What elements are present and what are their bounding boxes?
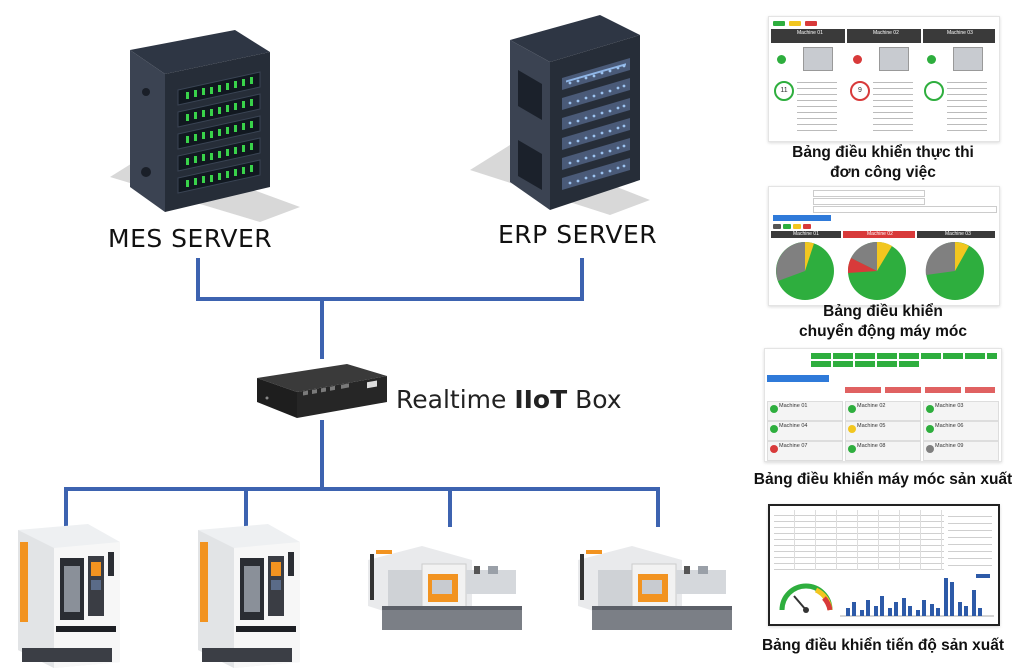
tab-chip	[789, 21, 801, 26]
search-button	[767, 375, 829, 382]
dashboard-thumb-production-progress[interactable]	[768, 504, 1000, 626]
status-chip	[793, 224, 801, 229]
filter-row	[813, 198, 925, 205]
machine-card: Machine 02	[845, 401, 921, 421]
filter-row	[813, 190, 925, 197]
injection-machine-2-icon	[578, 546, 732, 630]
action-bar	[845, 387, 995, 393]
caption-line: Bảng điều khiển máy móc sản xuất	[753, 471, 1013, 488]
cnc-machine-1-icon	[18, 524, 120, 668]
machine-name: Machine 02	[867, 231, 893, 237]
dashboard-thumb-production-machines[interactable]: Machine 01 Machine 02 Machine 03 Machine…	[764, 348, 1002, 462]
machine-card: Machine 03	[923, 401, 999, 421]
dashboard-thumb-work-order[interactable]: Machine 01 11 Machine 02 9 Machine 03	[768, 16, 1000, 142]
wire-bottom-horizontal	[64, 487, 660, 491]
status-dot	[777, 55, 786, 64]
dashboard-caption-2: Bảng điều khiển chuyển động máy móc	[770, 302, 996, 342]
machine-header	[917, 231, 995, 238]
wire-to-iiot	[320, 297, 324, 359]
machine-card: Machine 04	[767, 421, 843, 441]
status-chip	[803, 224, 811, 229]
wire-erp-down	[580, 258, 584, 300]
wire-mes-down	[196, 258, 200, 300]
caption-line: Bảng điều khiển tiến độ sản xuất	[761, 637, 1004, 654]
wire-top-horizontal	[196, 297, 584, 301]
machine-image	[879, 47, 909, 71]
wire-machine-2	[244, 487, 248, 527]
machine-name: Machine 01	[793, 231, 819, 237]
info-lines	[873, 77, 913, 133]
machine-header	[843, 231, 915, 238]
wire-machine-3	[448, 487, 452, 527]
caption-line: Bảng điều khiển	[823, 303, 943, 320]
machine-name: Machine 01	[797, 30, 823, 36]
cnc-machine-2-icon	[198, 524, 300, 668]
status-pie-2	[847, 241, 906, 300]
iiot-label-prefix: Realtime	[396, 385, 515, 414]
info-lines	[947, 77, 987, 133]
injection-machine-1-icon	[368, 546, 522, 630]
status-pie-1	[776, 241, 834, 300]
iiot-label-suffix: Box	[567, 385, 622, 414]
status-dot	[853, 55, 862, 64]
search-button	[773, 215, 831, 221]
erp-server-label: ERP SERVER	[498, 220, 658, 249]
iiot-label-bold: IIoT	[514, 385, 568, 414]
dashboard-thumb-machine-motion[interactable]: Machine 01 Machine 02 Machine 03	[768, 186, 1000, 306]
machine-image	[803, 47, 833, 71]
machine-header	[847, 29, 921, 43]
machine-image	[953, 47, 983, 71]
iiot-box-label: Realtime IIoT Box	[396, 385, 622, 414]
caption-line: chuyển động máy móc	[799, 323, 967, 340]
machine-card: Machine 09	[923, 441, 999, 461]
machine-name: Machine 03	[945, 231, 971, 237]
status-chip	[773, 224, 781, 229]
machine-card: Machine 08	[845, 441, 921, 461]
machine-card: Machine 01	[767, 401, 843, 421]
tab-chip	[773, 21, 785, 26]
info-lines	[797, 77, 837, 133]
dashboard-caption-3: Bảng điều khiển máy móc sản xuất	[742, 470, 1024, 490]
mes-server-label: MES SERVER	[108, 224, 273, 253]
machine-card: Machine 05	[845, 421, 921, 441]
machine-header	[771, 29, 845, 43]
wire-machine-4	[656, 487, 660, 527]
count-gauge: 11	[774, 81, 794, 101]
caption-line: đơn công việc	[830, 164, 936, 181]
status-dot	[927, 55, 936, 64]
machine-header	[923, 29, 995, 43]
machine-name: Machine 02	[873, 30, 899, 36]
count-gauge	[924, 81, 944, 101]
table-column-lines	[774, 510, 944, 570]
tab-row	[811, 361, 921, 367]
wire-from-iiot	[320, 420, 324, 490]
speed-gauge	[779, 583, 833, 613]
machine-card: Machine 07	[767, 441, 843, 461]
side-list	[948, 510, 992, 570]
machine-header	[771, 231, 841, 238]
progress-bar-chart	[840, 574, 994, 617]
dashboard-caption-1: Bảng điều khiển thực thi đơn công việc	[770, 143, 996, 183]
machine-name: Machine 03	[947, 30, 973, 36]
wire-machine-1	[64, 487, 68, 527]
mes-server-icon	[110, 30, 300, 222]
dashboard-caption-4: Bảng điều khiển tiến độ sản xuất	[742, 636, 1024, 656]
erp-server-icon	[470, 15, 650, 215]
count-gauge: 9	[850, 81, 870, 101]
caption-line: Bảng điều khiển thực thi	[792, 144, 974, 161]
tab-row	[811, 353, 997, 359]
filter-row	[813, 206, 997, 213]
iiot-box-icon	[257, 364, 387, 418]
status-pie-3	[925, 241, 984, 300]
machine-card: Machine 06	[923, 421, 999, 441]
tab-chip	[805, 21, 817, 26]
status-chip	[783, 224, 791, 229]
